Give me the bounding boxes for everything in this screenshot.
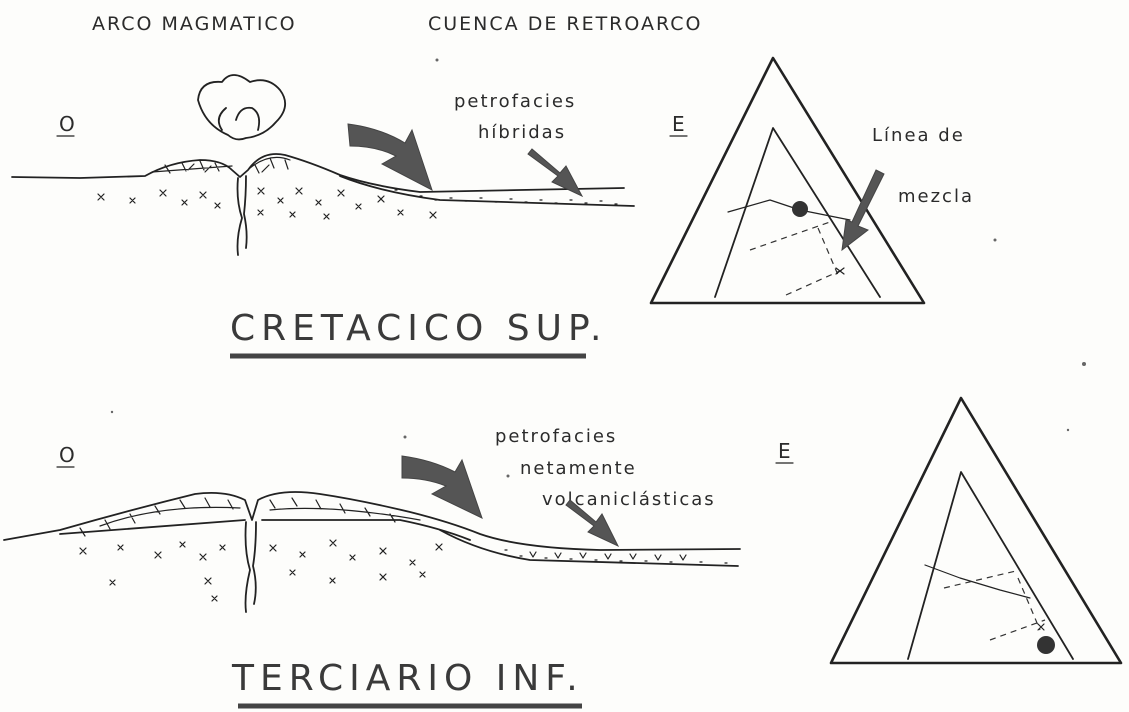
top-volcano-hatch-left — [151, 160, 233, 174]
bottom-crust-marks — [79, 539, 443, 602]
bottom-west-label: O — [59, 443, 75, 467]
bottom-transport-arrow — [401, 455, 483, 519]
top-mixing-line — [749, 221, 843, 296]
basin-label: CUENCA DE RETROARCO — [428, 13, 702, 35]
top-feeder-dike — [236, 175, 248, 256]
top-volcano-hatch-right — [249, 156, 291, 174]
bottom-petrofacies-pointer — [565, 499, 620, 548]
bottom-triangle-inner — [907, 471, 1074, 660]
top-mix-marker — [835, 267, 845, 275]
bottom-cross-section: O petrofacies netamente volcaniclásticas… — [3, 426, 794, 613]
bottom-petrofacies-line2: netamente — [520, 458, 637, 479]
top-east-label: E — [672, 112, 685, 136]
top-triangle-outer — [649, 56, 926, 305]
bottom-petrofacies-line3: volcaniclásticas — [542, 489, 716, 510]
top-period-title: CRETACICO SUP. — [230, 308, 608, 349]
top-mix-label-line2: mezcla — [898, 186, 974, 207]
bottom-triangle-outer — [829, 396, 1123, 665]
bottom-mix-marker — [1037, 623, 1045, 631]
speck — [1066, 428, 1070, 432]
bottom-triangle-tieline — [924, 564, 1031, 599]
bottom-feeder-dike — [244, 521, 257, 613]
speck — [435, 58, 439, 62]
top-petrofacies-line1: petrofacies — [454, 91, 576, 112]
speck — [993, 238, 997, 242]
top-mix-label-line1: Línea de — [872, 125, 965, 146]
bottom-surface-line — [3, 491, 741, 551]
bottom-east-label: E — [778, 439, 791, 463]
top-basin-fill-dots — [394, 189, 618, 205]
top-crust-marks — [97, 187, 437, 220]
bottom-source-point — [1037, 636, 1055, 654]
top-mix-pointer — [841, 169, 885, 252]
top-eruption-cloud — [197, 74, 286, 141]
top-petrofacies-pointer — [527, 148, 584, 198]
top-cross-section: O petrofacies híbridas E — [11, 74, 688, 256]
bottom-ternary-diagram — [829, 396, 1123, 665]
top-surface-line — [11, 153, 625, 193]
top-ternary-diagram: Línea de mezcla — [649, 56, 974, 305]
bottom-pile-base — [59, 519, 471, 541]
speck — [1082, 362, 1086, 366]
bottom-petrofacies-line1: petrofacies — [495, 426, 617, 447]
top-triangle-tieline — [727, 199, 851, 221]
speck — [506, 474, 510, 478]
top-transport-arrow — [347, 123, 433, 192]
arc-label: ARCO MAGMATICO — [92, 13, 297, 35]
top-petrofacies-line2: híbridas — [478, 122, 566, 143]
top-source-point — [792, 201, 808, 217]
bottom-period-title: TERCIARIO INF. — [231, 658, 584, 699]
top-west-label: O — [59, 112, 75, 136]
bottom-basin-base — [439, 529, 739, 567]
bottom-mixing-line — [943, 569, 1046, 641]
bottom-basin-fill — [504, 549, 728, 564]
scan-specks — [110, 58, 1086, 478]
bottom-pile-hatch — [79, 497, 421, 537]
speck — [110, 410, 114, 414]
speck — [403, 435, 407, 439]
